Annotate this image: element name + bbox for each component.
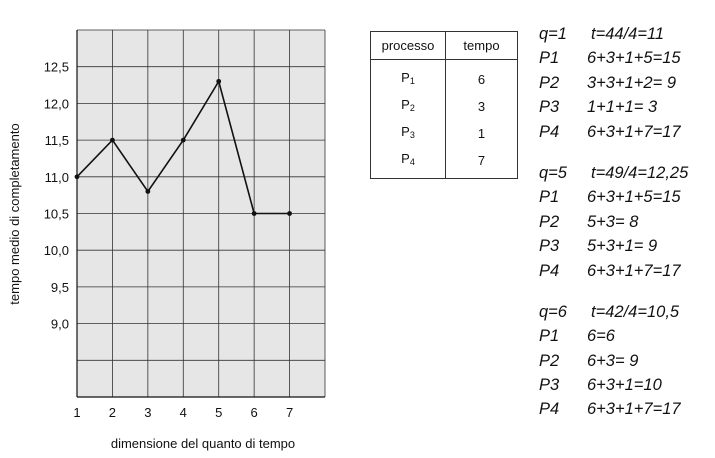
data-point xyxy=(216,78,222,84)
y-tick-label: 10,5 xyxy=(44,207,69,222)
calc-line: P4 6+3+1+7=17 xyxy=(539,397,688,421)
average-time: t=44/4=11 xyxy=(591,25,665,43)
process-label: P1 xyxy=(539,327,560,346)
process-cell: P1 xyxy=(370,59,446,93)
calc-block-q1: q=1 t=44/4=11 P1 6+3+1+5=15 P2 3+3+1+2= 9 P… xyxy=(539,22,688,144)
x-tick-label: 1 xyxy=(73,405,80,420)
calc-header: q=5 t=49/4=12,25 xyxy=(539,161,688,185)
process-label: P4 xyxy=(539,261,560,280)
y-tick-label: 9,5 xyxy=(51,280,69,295)
calc-header: q=6 t=42/4=10,5 xyxy=(539,300,688,324)
process-label: P4 xyxy=(539,122,560,141)
time-cell: 3 xyxy=(477,99,486,114)
calculation-notes: q=1 t=44/4=11 P1 6+3+1+5=15 P2 3+3+1+2= 9 P… xyxy=(539,22,688,439)
quantum-label: q=6 xyxy=(539,302,567,321)
table-row: P1 6 xyxy=(370,59,518,93)
calc-expression: 5+3= 8 xyxy=(587,212,639,231)
time-cell: 1 xyxy=(477,126,486,141)
process-label: P3 xyxy=(539,98,560,117)
calc-expression: 6+3+1=10 xyxy=(587,376,662,395)
calc-line: P2 5+3= 8 xyxy=(539,210,688,234)
quantum-label: q=5 xyxy=(539,163,567,182)
x-tick-label: 2 xyxy=(109,405,116,420)
process-cell: P4 xyxy=(370,147,446,179)
average-time: t=42/4=10,5 xyxy=(591,302,680,321)
process-cell: P2 xyxy=(370,93,446,120)
process-label: P3 xyxy=(539,376,560,395)
calc-line: P4 6+3+1+7=17 xyxy=(539,259,688,283)
column-header-processo: processo xyxy=(370,31,446,60)
calc-expression: 5+3+1= 9 xyxy=(587,237,658,256)
calc-expression: 6=6 xyxy=(587,327,615,346)
x-tick-label: 5 xyxy=(215,405,222,420)
table-row: P3 1 xyxy=(370,120,518,147)
y-tick-label: 10,0 xyxy=(44,243,69,258)
data-point xyxy=(180,137,186,143)
process-table: processo tempo P1 6 P2 3 P3 1 P4 7 xyxy=(370,31,518,179)
calc-block-q5: q=5 t=49/4=12,25 P1 6+3+1+5=15 P2 5+3= 8 P3… xyxy=(539,161,688,283)
calc-expression: 6+3+1+5=15 xyxy=(587,188,681,207)
calc-line: P2 6+3= 9 xyxy=(539,349,688,373)
calc-line: P3 1+1+1= 3 xyxy=(539,95,688,119)
calc-expression: 6+3+1+7=17 xyxy=(587,261,681,280)
x-axis-label: dimensione del quanto di tempo xyxy=(111,436,295,451)
y-tick-label: 11,5 xyxy=(45,133,69,148)
process-label: P2 xyxy=(539,351,560,370)
process-label: P1 xyxy=(539,188,560,207)
process-label: P2 xyxy=(539,73,560,92)
calc-expression: 3+3+1+2= 9 xyxy=(587,73,677,92)
calc-expression: 6+3= 9 xyxy=(587,351,639,370)
table-header-row: processo tempo xyxy=(370,31,518,60)
calc-expression: 1+1+1= 3 xyxy=(587,98,658,117)
time-cell: 6 xyxy=(477,72,486,87)
process-label: P2 xyxy=(539,212,560,231)
x-tick-label: 4 xyxy=(180,405,187,420)
calc-line: P4 6+3+1+7=17 xyxy=(539,120,688,144)
calc-line: P3 5+3+1= 9 xyxy=(539,234,688,258)
calc-expression: 6+3+1+5=15 xyxy=(587,49,681,68)
process-label: P4 xyxy=(539,400,560,419)
data-point xyxy=(251,211,257,216)
data-point xyxy=(110,137,115,143)
quantum-label: q=1 xyxy=(539,25,567,43)
data-point xyxy=(287,211,292,216)
y-tick-label: 11,0 xyxy=(45,170,69,185)
x-tick-label: 6 xyxy=(251,405,258,420)
process-label: P3 xyxy=(539,237,560,256)
table-row: P4 7 xyxy=(370,147,518,179)
calc-line: P3 6+3+1=10 xyxy=(539,373,688,397)
y-axis-label: tempo medio di completamento xyxy=(7,123,22,304)
x-tick-label: 3 xyxy=(144,405,151,420)
column-header-tempo: tempo xyxy=(445,31,518,60)
calc-expression: 6+3+1+7=17 xyxy=(587,122,681,141)
y-tick-label: 12,0 xyxy=(44,96,69,111)
process-cell: P3 xyxy=(370,120,446,147)
process-label: P1 xyxy=(539,49,560,68)
calc-line: P1 6+3+1+5=15 xyxy=(539,46,688,70)
line-chart: 1 2 3 4 5 6 7 9,0 9,5 10,0 10,5 11,0 11,5 12,0 12,5 di… xyxy=(7,29,326,451)
calc-expression: 6+3+1+7=17 xyxy=(587,400,681,419)
table-row: P2 3 xyxy=(370,93,518,120)
calc-line: P1 6=6 xyxy=(539,324,688,348)
y-tick-label: 9,0 xyxy=(51,317,69,332)
calc-header: q=1 t=44/4=11 xyxy=(539,22,688,46)
calc-block-q6: q=6 t=42/4=10,5 P1 6=6 P2 6+3= 9 P3 6+3+1=10… xyxy=(539,300,688,422)
calc-line: P2 3+3+1+2= 9 xyxy=(539,71,688,95)
average-time: t=49/4=12,25 xyxy=(591,163,689,182)
x-tick-label: 7 xyxy=(286,405,293,420)
calc-line: P1 6+3+1+5=15 xyxy=(539,185,688,209)
data-point xyxy=(74,174,80,180)
data-point xyxy=(145,189,151,194)
y-tick-label: 12,5 xyxy=(44,60,69,75)
time-cell: 7 xyxy=(477,153,486,168)
